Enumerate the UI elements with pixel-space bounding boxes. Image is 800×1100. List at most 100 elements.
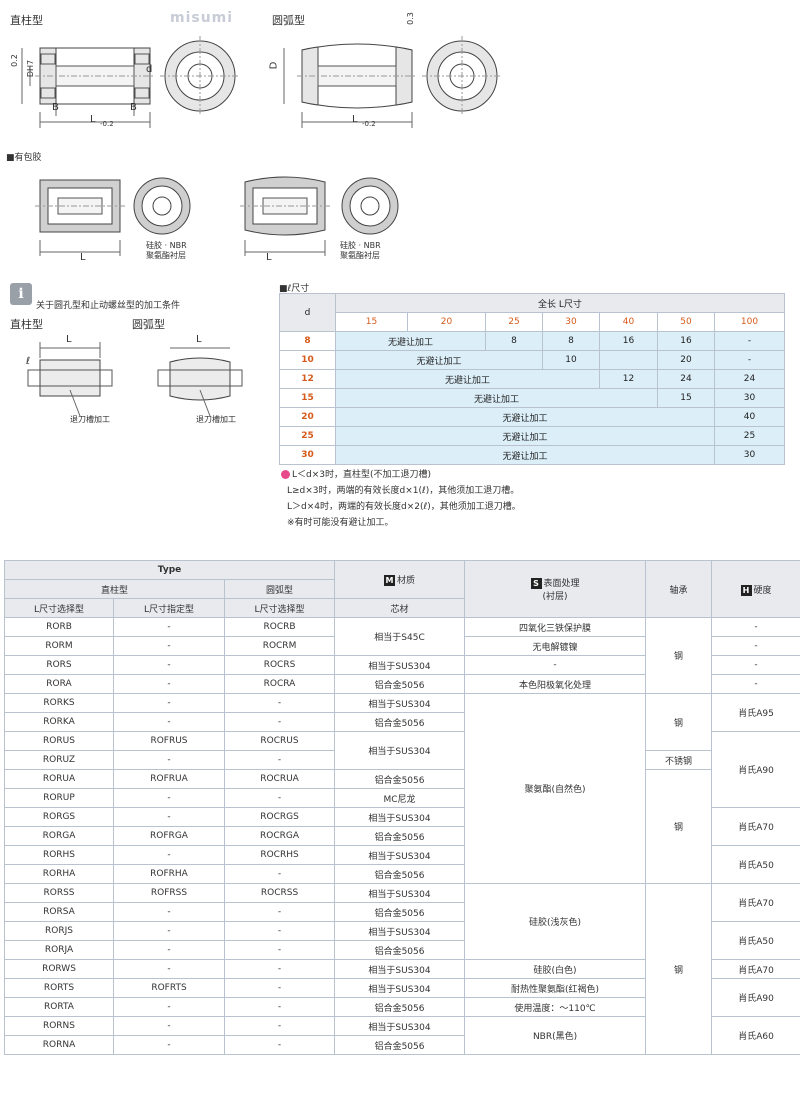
cell: 本色阳极氧化处理 — [464, 674, 647, 694]
cell: 相当于SUS304 — [334, 959, 466, 979]
cell: 肖氏A50 — [711, 845, 800, 884]
note-icon — [281, 470, 290, 479]
cell: - — [113, 636, 225, 656]
th-type: Type — [3, 560, 336, 580]
cell: ROCRM — [223, 636, 336, 656]
rubber-arc-L-label: L — [266, 252, 272, 263]
info-straight-title: 直柱型 — [10, 318, 43, 331]
cell: ROFRUS — [113, 731, 225, 751]
straight-d-tol-label: 0.2 — [9, 54, 19, 67]
cell: 肖氏A70 — [711, 959, 800, 979]
cell: 聚氨酯(自然色) — [464, 693, 647, 884]
cell: - — [714, 350, 785, 370]
cell: 肖氏A95 — [711, 693, 800, 732]
section-straight-title: 直柱型 — [10, 14, 43, 27]
cell: 钢 — [645, 883, 713, 1055]
cell: 相当于S45C — [334, 617, 466, 656]
cell: 无电解镀镍 — [464, 636, 647, 656]
cell: - — [113, 788, 225, 808]
cell: - — [113, 750, 225, 770]
cell: RORGA — [4, 826, 114, 846]
cell: - — [711, 636, 800, 656]
cell: 相当于SUS304 — [334, 1016, 466, 1036]
cell: - — [711, 674, 800, 694]
rubber-L-label: L — [80, 252, 86, 263]
d-25: 25 — [279, 426, 336, 446]
straight-roller-drawing — [21, 36, 240, 128]
cell: 12 — [599, 369, 658, 389]
cell: ROCRUA — [223, 769, 336, 789]
table-row: RORUP-- MC尼龙 — [4, 788, 800, 808]
cell: 30 — [714, 445, 785, 465]
cell: - — [113, 712, 225, 732]
cell: 铝合金5056 — [334, 864, 466, 884]
table-row: RORNS-- 相当于SUS304 NBR(黑色) 肖氏A60 — [4, 1016, 800, 1055]
cell: ROFRHA — [113, 864, 225, 884]
cell: ROCRB — [223, 617, 336, 637]
cell: RORHA — [4, 864, 114, 884]
th-l-spec: L尺寸指定型 — [113, 598, 225, 618]
cell: ROCRHS — [223, 845, 336, 865]
cell: - — [113, 940, 225, 960]
rubber-arc-note-1: 硅胶 · NBR — [340, 241, 381, 250]
cell: 不锈钢 — [645, 750, 713, 770]
table-row: RORWS-- 相当于SUS304 硅胶(白色) 肖氏A70 — [4, 959, 800, 979]
cell: 铝合金5056 — [334, 674, 466, 694]
cell: - — [223, 921, 336, 941]
cell: 相当于SUS304 — [334, 655, 466, 675]
cell: - — [223, 1016, 336, 1036]
cell: 相当于SUS304 — [334, 731, 466, 770]
straight-B-right: B — [130, 102, 137, 113]
d-20: 20 — [279, 407, 336, 427]
rubber-note-1: 硅胶 · NBR — [146, 241, 187, 250]
cell: 相当于SUS304 — [334, 807, 466, 827]
info-straight-drawing — [27, 342, 113, 417]
cell: 8 — [485, 331, 543, 351]
cell: 8 — [542, 331, 600, 351]
table-row: RORNA-- 铝合金5056 — [4, 1035, 800, 1055]
cell: 20 — [657, 350, 715, 370]
cell: 25 — [714, 426, 785, 446]
cell-text: 无避让加工 — [335, 388, 658, 408]
cell: 相当于SUS304 — [334, 978, 466, 998]
surface-icon: S — [530, 578, 542, 589]
cell: RORNA — [4, 1035, 114, 1055]
cell: ROCRGA — [223, 826, 336, 846]
cell: 耐热性聚氨酯(红褐色) — [464, 978, 647, 998]
table-row: RORGS-ROCRGS 相当于SUS304 肖氏A70 — [4, 807, 800, 846]
cell: - — [113, 997, 225, 1017]
cell: 16 — [599, 331, 658, 351]
cell: 肖氏A50 — [711, 921, 800, 960]
cell: - — [223, 693, 336, 713]
cell: 铝合金5056 — [334, 902, 466, 922]
cell: 24 — [657, 369, 715, 389]
cell: 30 — [714, 388, 785, 408]
cell: - — [223, 750, 336, 770]
cell: ROFRUA — [113, 769, 225, 789]
cell: 铝合金5056 — [334, 712, 466, 732]
th-bearing: 轴承 — [645, 560, 713, 618]
cell: - — [113, 959, 225, 979]
cell: RORJA — [4, 940, 114, 960]
cell: - — [113, 674, 225, 694]
len-30: 30 — [542, 312, 600, 332]
cell: 硅胶(白色) — [464, 959, 647, 979]
arc-L-label: L — [352, 114, 358, 125]
cell: RORUP — [4, 788, 114, 808]
arc-L-tol: -0.2 — [362, 120, 376, 128]
dim-table: d 全长 L尺寸 15 20 25 30 40 50 100 8 无避让加工 8… — [279, 293, 785, 465]
cell: ROCRGS — [223, 807, 336, 827]
d-10: 10 — [279, 350, 336, 370]
cell: - — [223, 997, 336, 1017]
len-15: 15 — [335, 312, 408, 332]
len-40: 40 — [599, 312, 658, 332]
th-straight: 直柱型 — [4, 579, 225, 599]
section-rubber-title: ■有包胶 — [6, 153, 42, 163]
cell: - — [113, 921, 225, 941]
straight-dh7-label: DH7 — [26, 59, 36, 78]
info-arc-L: L — [196, 334, 202, 345]
